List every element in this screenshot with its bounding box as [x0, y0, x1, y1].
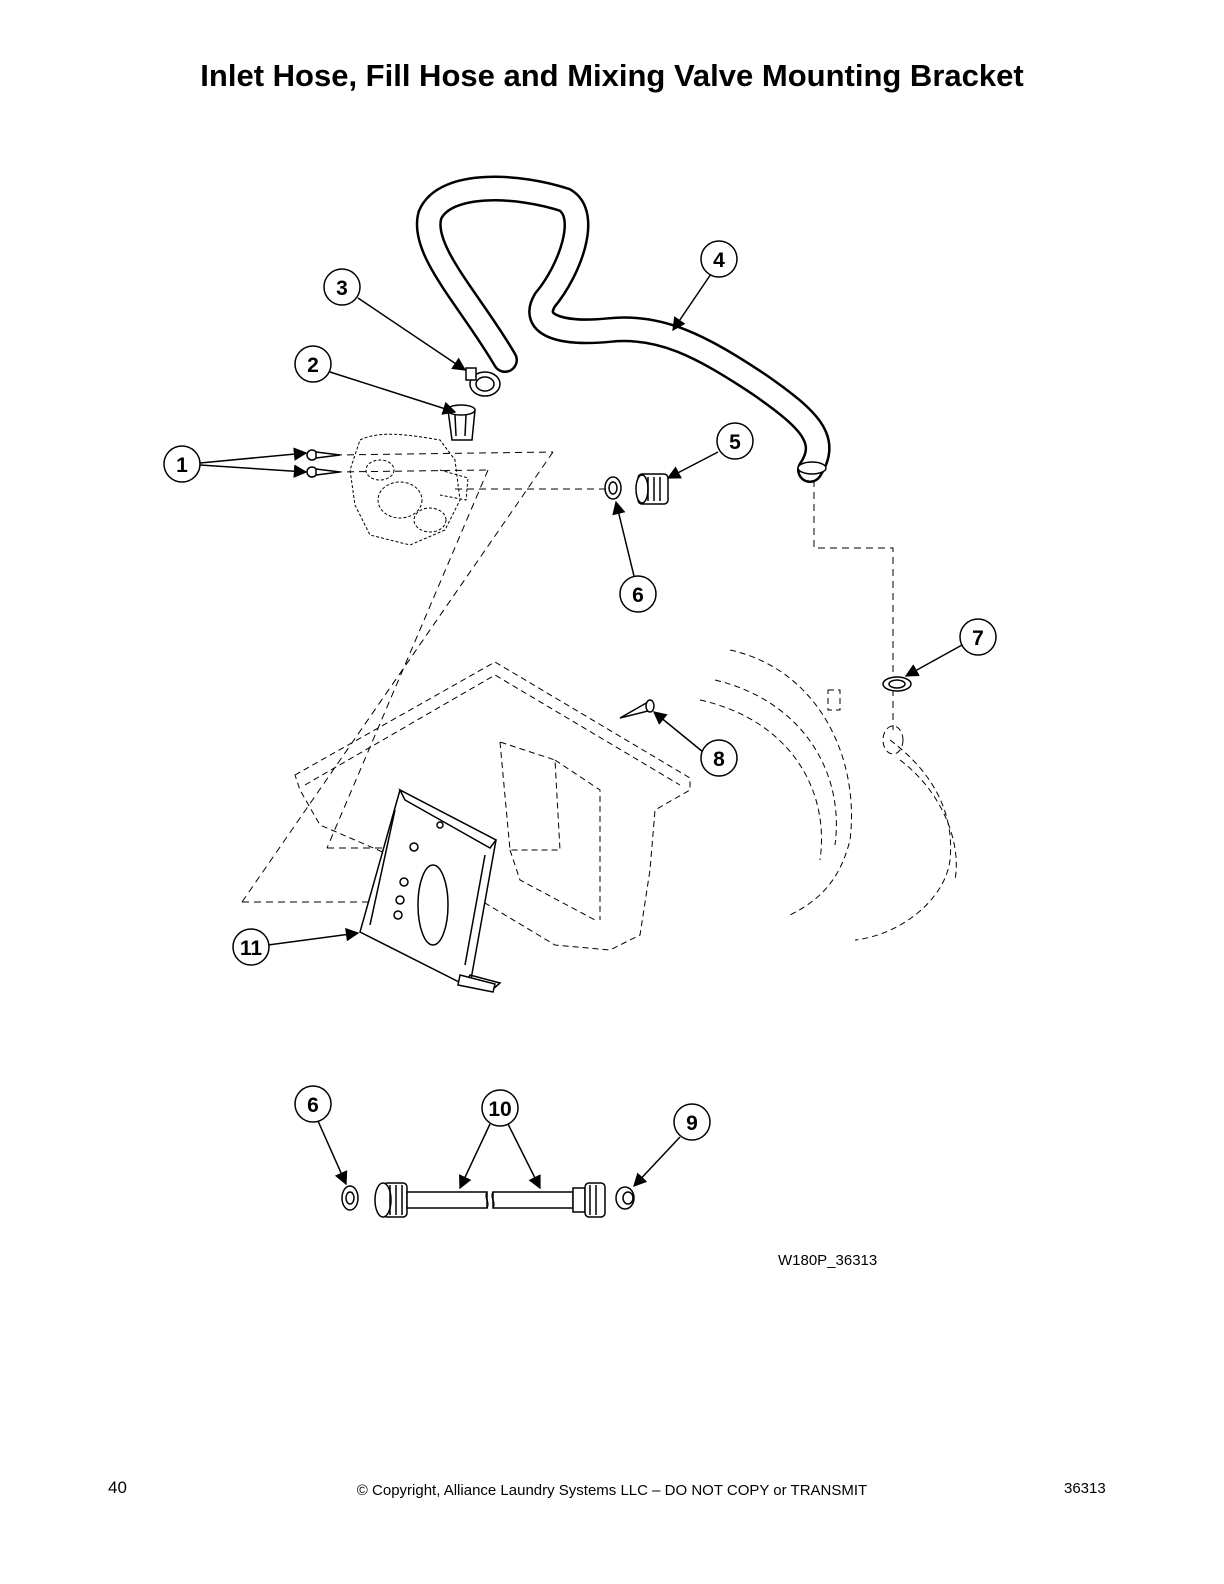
- callout-10: 10: [481, 1089, 519, 1127]
- svg-text:6: 6: [307, 1094, 319, 1117]
- svg-text:4: 4: [713, 249, 725, 272]
- svg-text:2: 2: [307, 354, 319, 377]
- callout-6-upper: 6: [619, 575, 657, 613]
- svg-text:6: 6: [632, 584, 644, 607]
- copyright-notice: © Copyright, Alliance Laundry Systems LL…: [356, 1482, 868, 1499]
- mixing-valve-ghost: [349, 433, 469, 546]
- svg-text:9: 9: [686, 1112, 698, 1135]
- svg-text:8: 8: [713, 748, 725, 771]
- document-number: 36313: [1064, 1480, 1106, 1497]
- callout-9: 9: [673, 1103, 711, 1141]
- svg-text:3: 3: [336, 277, 348, 300]
- hose-clamp-right-part: [882, 676, 912, 692]
- callout-7: 7: [959, 618, 997, 656]
- washer-part-upper: [604, 476, 622, 500]
- housing-ghost: [294, 649, 957, 951]
- assembly-lines-upper: [241, 451, 894, 903]
- svg-text:5: 5: [729, 431, 741, 454]
- callout-4: 4: [700, 240, 738, 278]
- svg-text:11: 11: [240, 937, 263, 960]
- callout-11: 11: [232, 928, 270, 966]
- svg-text:7: 7: [972, 627, 984, 650]
- svg-text:1: 1: [176, 454, 188, 477]
- inlet-hose-assembly: [341, 1182, 635, 1218]
- callout-1: 1: [163, 445, 201, 483]
- callout-3: 3: [323, 268, 361, 306]
- mounting-bracket-part: [359, 788, 502, 993]
- screw-part: [619, 699, 655, 719]
- figure-id: W180P_36313: [778, 1252, 878, 1269]
- callouts: 1 2 3 4 5 6 7 8: [163, 240, 997, 1141]
- fill-hose-part: [415, 175, 831, 483]
- callout-8: 8: [700, 739, 738, 777]
- hose-clamp-part: [465, 367, 501, 397]
- screws-part: [306, 449, 341, 478]
- callout-5: 5: [716, 422, 754, 460]
- page-number: 40: [108, 1478, 127, 1497]
- callout-2: 2: [294, 345, 332, 383]
- page-title: Inlet Hose, Fill Hose and Mixing Valve M…: [200, 58, 1024, 93]
- coupling-nut-part: [635, 473, 669, 505]
- svg-text:10: 10: [488, 1098, 511, 1121]
- leader-lines: [199, 273, 963, 1190]
- callout-6-lower: 6: [294, 1085, 332, 1123]
